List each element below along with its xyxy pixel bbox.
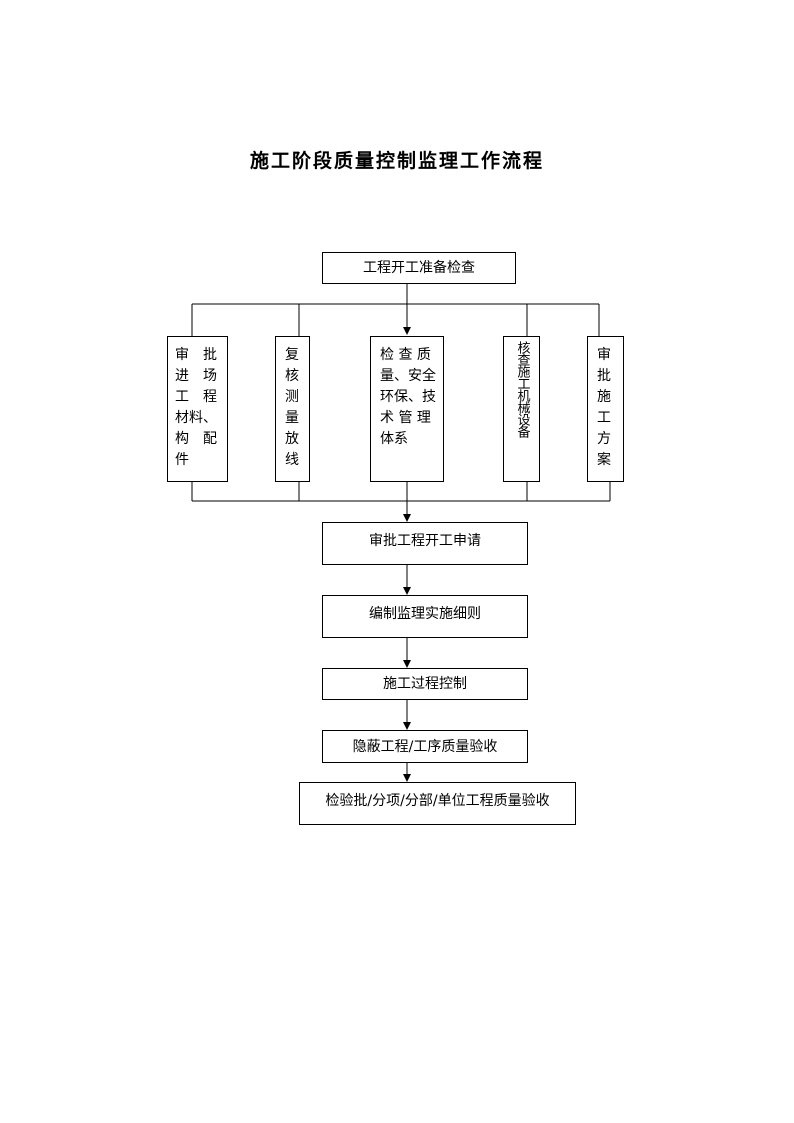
node-branch-machinery: 核查施工机械设备 [503, 336, 540, 482]
node-rules: 编制监理实施细则 [322, 595, 528, 638]
node-branch-plan: 审 批 施 工 方 案 [587, 336, 624, 482]
node-branch-quality-label: 检 查 质 量、安全 环保、技 术 管 理 体系 [380, 347, 436, 447]
node-process-control: 施工过程控制 [322, 668, 528, 700]
node-branch-machinery-label: 核查施工机械设备 [514, 341, 530, 437]
node-branch-plan-label: 审 批 施 工 方 案 [597, 347, 611, 468]
node-branch-materials-label: 审 批 进 场 工 程 材料、 构 配 件 [175, 347, 217, 468]
node-approve-start: 审批工程开工申请 [322, 522, 528, 565]
node-final-inspection: 检验批/分项/分部/单位工程质量验收 [299, 782, 576, 825]
node-hidden-inspection: 隐蔽工程/工序质量验收 [322, 730, 528, 763]
node-branch-quality: 检 查 质 量、安全 环保、技 术 管 理 体系 [370, 336, 444, 482]
page-title: 施工阶段质量控制监理工作流程 [249, 150, 544, 172]
node-branch-survey-label: 复 核 测 量 放 线 [285, 347, 299, 468]
node-branch-materials: 审 批 进 场 工 程 材料、 构 配 件 [167, 336, 228, 482]
node-branch-survey: 复 核 测 量 放 线 [275, 336, 310, 482]
node-start: 工程开工准备检查 [322, 252, 516, 284]
